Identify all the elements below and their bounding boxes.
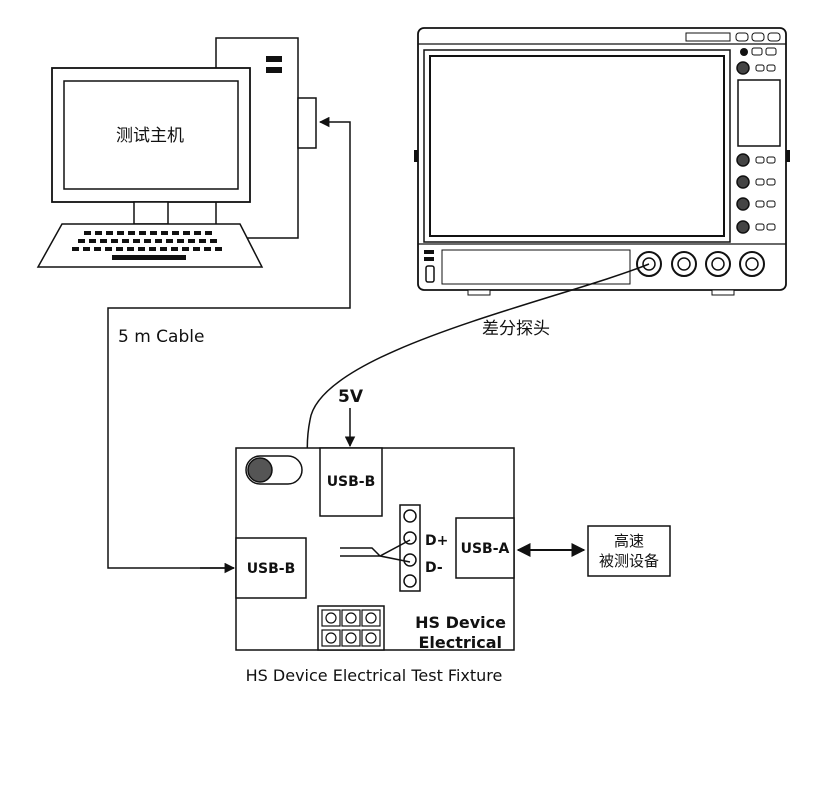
jumper-block: [317, 605, 385, 651]
usb-cable-5m: [107, 116, 351, 569]
power-label: 5V: [338, 387, 364, 407]
usb-b-power-port: [319, 447, 383, 517]
oscilloscope: [414, 27, 790, 296]
fixture-name-line2: Electrical: [418, 633, 502, 652]
scope-knob: [736, 153, 750, 167]
dut-label-line2: 被测设备: [599, 552, 659, 570]
dut-label-line1: 高速: [614, 532, 644, 550]
scope-knob: [736, 61, 750, 75]
scope-control-panel: [736, 47, 781, 234]
diff-probe-label: 差分探头: [482, 319, 550, 339]
scope-knob: [736, 220, 750, 234]
power-switch-knob: [247, 457, 273, 483]
pc-monitor-screen: [63, 80, 239, 190]
scope-screen: [429, 55, 725, 237]
scope-power-button: [425, 265, 435, 283]
scope-small-display: [737, 79, 781, 147]
d-plus-label: D+: [425, 533, 448, 549]
host-computer-label: 测试主机: [116, 126, 184, 146]
d-minus-label: D-: [425, 560, 443, 576]
scope-knob: [736, 175, 750, 189]
cable-label: 5 m Cable: [118, 327, 204, 347]
test-fixture: USB-B USB-B USB-A D+ D-: [235, 447, 515, 652]
usb-a-label: USB-A: [461, 541, 510, 557]
fixture-name-line1: HS Device: [415, 613, 506, 632]
usb-a-port: [455, 517, 515, 579]
tower-usb-port: [297, 97, 317, 149]
test-pin-header: [399, 504, 421, 592]
dut-box: [587, 525, 671, 577]
usb-b-host-port: [235, 537, 307, 599]
tower-drive-slot: [266, 56, 282, 62]
d-minus-pin: [403, 553, 417, 567]
host-computer: 测试主机: [36, 37, 317, 268]
keyboard-keys: [72, 231, 222, 260]
scope-channel-inputs: [636, 251, 765, 277]
monitor-stand: [133, 201, 169, 225]
usb-b-left-label: USB-B: [247, 561, 296, 577]
keyboard: [36, 223, 264, 268]
tower-drive-slot: [266, 67, 282, 73]
scope-knob: [736, 197, 750, 211]
usb-b-top-label: USB-B: [327, 474, 376, 490]
probe-tip: [340, 539, 411, 563]
fixture-caption: HS Device Electrical Test Fixture: [246, 666, 503, 685]
